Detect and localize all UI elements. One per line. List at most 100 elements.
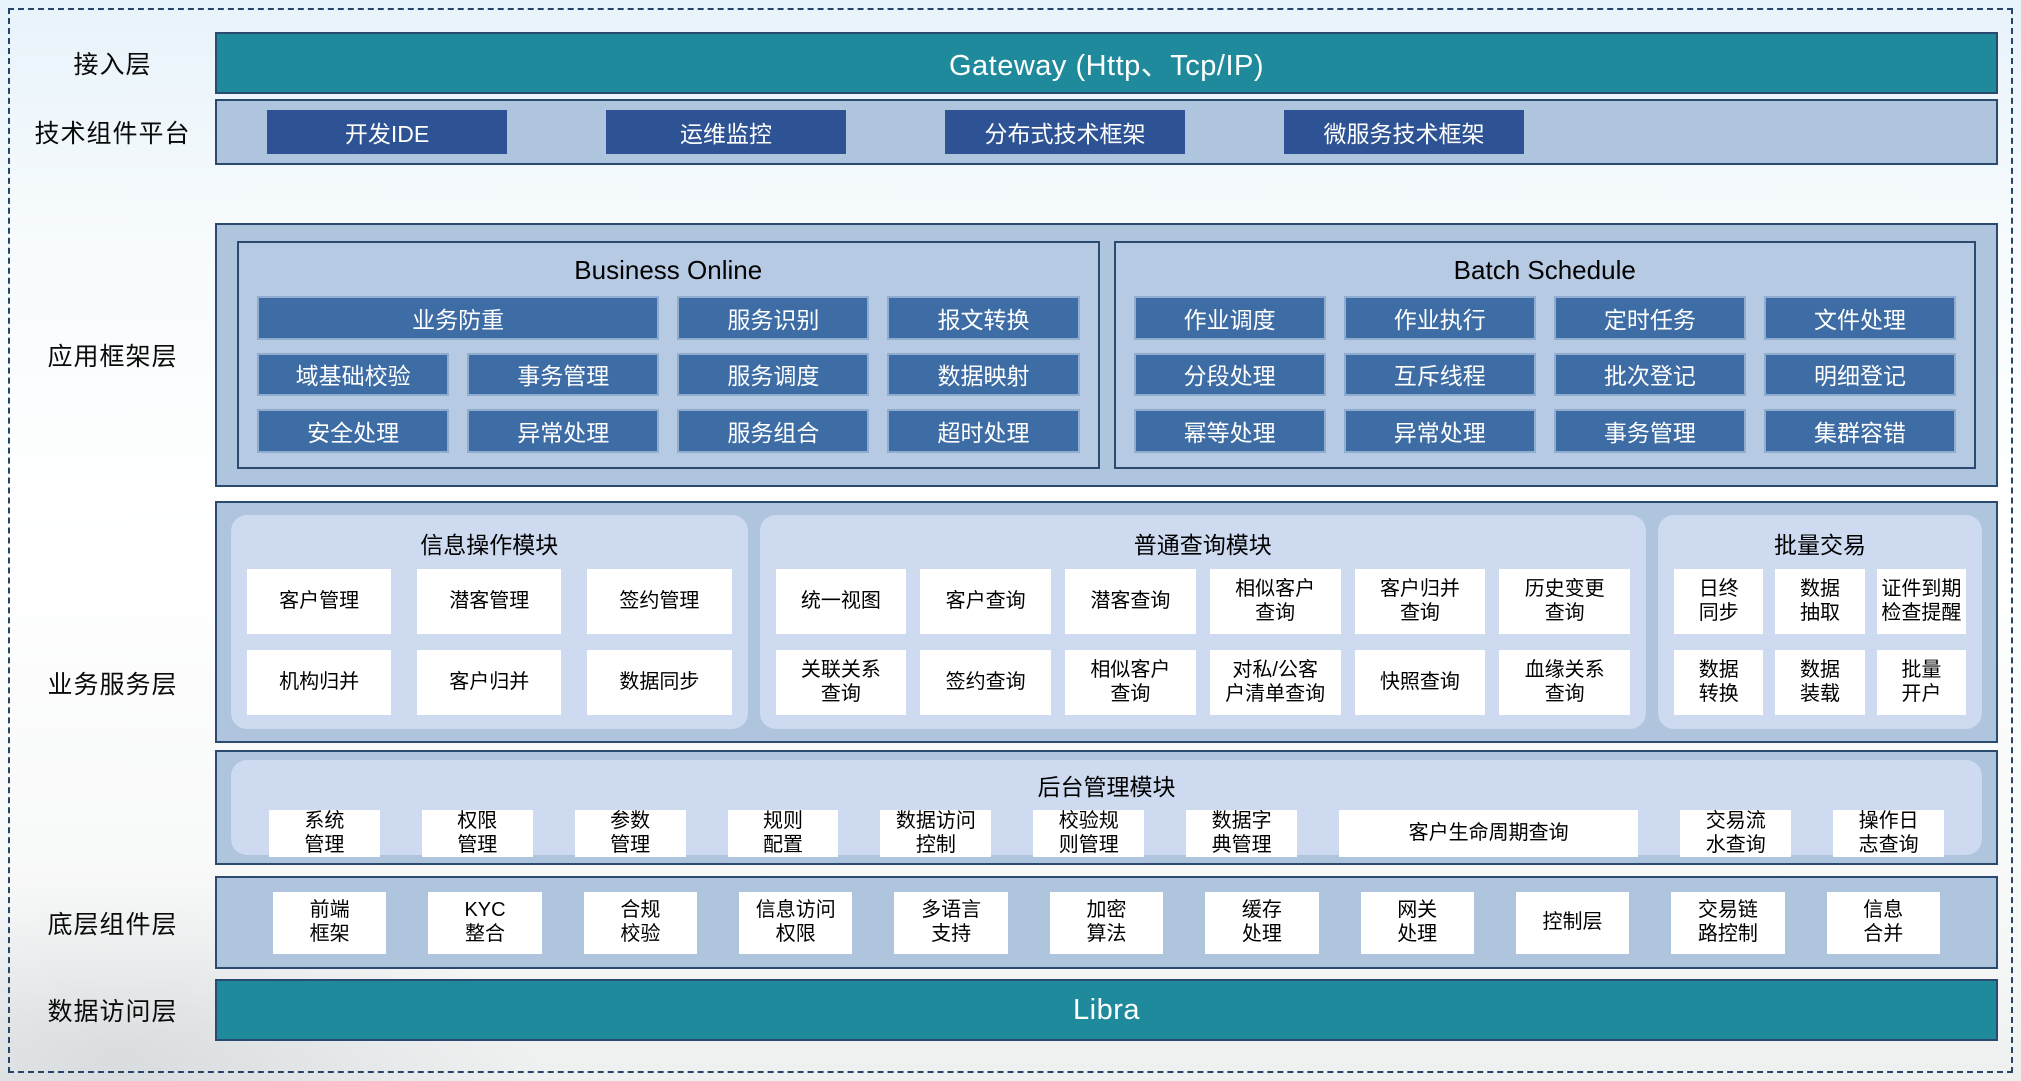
info-operation-module-title: 信息操作模块: [420, 532, 559, 558]
admin-item: 系统 管理: [269, 810, 380, 858]
business-online-item: 业务防重: [257, 296, 660, 340]
general-query-item: 客户查询: [920, 569, 1052, 634]
base-component-item: 合规 校验: [583, 891, 698, 954]
base-component-item: 加密 算法: [1049, 891, 1164, 954]
business-online-box: Business Online 业务防重服务识别报文转换域基础校验事务管理服务调…: [237, 241, 1100, 469]
admin-module-title: 后台管理模块: [1037, 774, 1176, 800]
batch-schedule-item: 异常处理: [1343, 409, 1536, 453]
general-query-item: 客户归并 查询: [1354, 569, 1486, 634]
batch-schedule-item: 明细登记: [1763, 352, 1956, 397]
admin-cards: 系统 管理权限 管理参数 管理规则 配置数据访问 控制校验规 则管理数据字 典管…: [247, 810, 1966, 858]
admin-module: 后台管理模块 系统 管理权限 管理参数 管理规则 配置数据访问 控制校验规 则管…: [231, 760, 1982, 858]
general-query-module-title: 普通查询模块: [1133, 532, 1272, 558]
batch-schedule-item: 作业调度: [1133, 296, 1326, 340]
admin-item: 数据字 典管理: [1186, 810, 1298, 858]
business-online-item: 异常处理: [467, 409, 660, 453]
batch-trade-module: 批量交易 日终 同步数据 抽取证件到期 检查提醒数据 转换数据 装载批量 开户: [1658, 515, 1982, 729]
batch-trade-item: 数据 装载: [1775, 650, 1865, 715]
tech-platform-item: 运维监控: [606, 110, 846, 154]
libra-bar: Libra: [215, 979, 1998, 1041]
admin-item: 权限 管理: [421, 810, 533, 858]
tech-platform-band: 技术组件平台 开发IDE 运维监控 分布式技术框架 微服务技术框架: [10, 99, 2011, 165]
admin-item: 客户生命周期查询: [1339, 810, 1639, 858]
base-component-item: 信息访问 权限: [739, 891, 853, 954]
business-online-item: 超时处理: [887, 409, 1080, 453]
layer-label-app-framework: 应用框架层: [47, 343, 178, 371]
layer-label-data-access: 数据访问层: [47, 998, 178, 1026]
business-online-title: Business Online: [574, 255, 763, 285]
batch-schedule-item: 定时任务: [1553, 296, 1746, 340]
base-components-band: 底层组件层 前端 框架 KYC 整合合规 校验信息访问 权限多语言 支持加密 算法…: [10, 876, 2011, 969]
info-operation-module: 信息操作模块 客户管理潜客管理签约管理机构归并客户归并数据同步: [231, 515, 748, 729]
admin-item: 交易流 水查询: [1680, 810, 1792, 858]
tech-platform-item: 分布式技术框架: [945, 110, 1185, 154]
general-query-module: 普通查询模块 统一视图客户查询潜客查询相似客户 查询客户归并 查询历史变更 查询…: [759, 515, 1647, 729]
layer-label-tech-platform: 技术组件平台: [34, 120, 191, 148]
layer-label-access: 接入层: [73, 51, 152, 79]
admin-item: 操作日 志查询: [1833, 810, 1945, 858]
base-component-item: 信息 合并: [1826, 891, 1940, 954]
access-layer-band: 接入层 Gateway (Http、Tcp/IP): [10, 32, 2011, 94]
info-operation-item: 客户管理: [247, 569, 392, 634]
tech-platform-panel: 开发IDE 运维监控 分布式技术框架 微服务技术框架: [215, 99, 1998, 165]
batch-schedule-item: 批次登记: [1553, 352, 1746, 397]
general-query-item: 潜客查询: [1065, 569, 1196, 634]
general-query-item: 相似客户 查询: [1209, 569, 1341, 634]
info-operation-item: 签约管理: [587, 569, 732, 634]
general-query-grid: 统一视图客户查询潜客查询相似客户 查询客户归并 查询历史变更 查询关联关系 查询…: [775, 569, 1631, 715]
admin-item: 校验规 则管理: [1033, 810, 1145, 858]
business-online-item: 数据映射: [887, 352, 1080, 397]
layer-label-base-components: 底层组件层: [47, 910, 178, 939]
general-query-item: 历史变更 查询: [1499, 569, 1631, 634]
base-component-item: 多语言 支持: [894, 891, 1008, 954]
business-service-panel: 信息操作模块 客户管理潜客管理签约管理机构归并客户归并数据同步 普通查询模块 统…: [215, 501, 1998, 743]
business-online-item: 事务管理: [467, 352, 660, 397]
general-query-item: 关联关系 查询: [775, 650, 907, 715]
admin-item: 规则 配置: [727, 810, 839, 858]
batch-trade-item: 证件到期 检查提醒: [1876, 569, 1966, 634]
batch-schedule-item: 互斥线程: [1343, 352, 1536, 397]
admin-item: 参数 管理: [574, 810, 686, 858]
data-access-band: 数据访问层 Libra: [10, 979, 2011, 1041]
batch-trade-item: 数据 抽取: [1775, 569, 1865, 634]
batch-trade-item: 批量 开户: [1876, 650, 1966, 715]
layer-label-business-service: 业务服务层: [47, 671, 178, 699]
business-online-item: 服务调度: [677, 352, 870, 397]
batch-schedule-grid: 作业调度作业执行定时任务文件处理分段处理互斥线程批次登记明细登记幂等处理异常处理…: [1133, 296, 1956, 453]
general-query-item: 相似客户 查询: [1065, 650, 1196, 715]
general-query-item: 对私/公客 户清单查询: [1209, 650, 1341, 715]
batch-schedule-item: 文件处理: [1763, 296, 1956, 340]
info-operation-item: 潜客管理: [417, 569, 562, 634]
batch-schedule-title: Batch Schedule: [1453, 255, 1636, 285]
batch-schedule-item: 幂等处理: [1133, 409, 1326, 453]
info-operation-grid: 客户管理潜客管理签约管理机构归并客户归并数据同步: [247, 569, 732, 715]
base-component-item: 网关 处理: [1360, 891, 1474, 954]
general-query-item: 签约查询: [920, 650, 1052, 715]
business-online-item: 服务组合: [677, 409, 870, 453]
batch-schedule-item: 作业执行: [1343, 296, 1536, 340]
info-operation-item: 机构归并: [247, 650, 392, 715]
business-online-item: 报文转换: [887, 296, 1080, 340]
batch-trade-item: 日终 同步: [1674, 569, 1764, 634]
business-service-band: 业务服务层 信息操作模块 客户管理潜客管理签约管理机构归并客户归并数据同步 普通…: [10, 501, 2011, 865]
base-components-panel: 前端 框架 KYC 整合合规 校验信息访问 权限多语言 支持加密 算法缓存 处理网…: [215, 876, 1998, 969]
business-online-grid: 业务防重服务识别报文转换域基础校验事务管理服务调度数据映射安全处理异常处理服务组…: [257, 296, 1080, 453]
base-component-item: 前端 框架: [273, 891, 387, 954]
base-component-item: 缓存 处理: [1205, 891, 1319, 954]
business-online-item: 域基础校验: [257, 352, 450, 397]
batch-trade-grid: 日终 同步数据 抽取证件到期 检查提醒数据 转换数据 装载批量 开户: [1674, 569, 1966, 715]
admin-panel: 后台管理模块 系统 管理权限 管理参数 管理规则 配置数据访问 控制校验规 则管…: [215, 750, 1998, 865]
tech-platform-item: 微服务技术框架: [1284, 110, 1524, 154]
batch-schedule-item: 集群容错: [1763, 409, 1956, 453]
app-framework-band: 应用框架层 Business Online 业务防重服务识别报文转换域基础校验事…: [10, 223, 2011, 487]
general-query-item: 快照查询: [1354, 650, 1486, 715]
batch-schedule-box: Batch Schedule 作业调度作业执行定时任务文件处理分段处理互斥线程批…: [1113, 241, 1976, 469]
base-component-item: KYC 整合: [428, 891, 542, 954]
base-component-item: 交易链 路控制: [1671, 891, 1785, 954]
general-query-item: 统一视图: [775, 569, 907, 634]
batch-trade-item: 数据 转换: [1674, 650, 1764, 715]
batch-trade-module-title: 批量交易: [1774, 532, 1867, 558]
tech-platform-item: 开发IDE: [267, 110, 507, 154]
general-query-item: 血缘关系 查询: [1499, 650, 1631, 715]
